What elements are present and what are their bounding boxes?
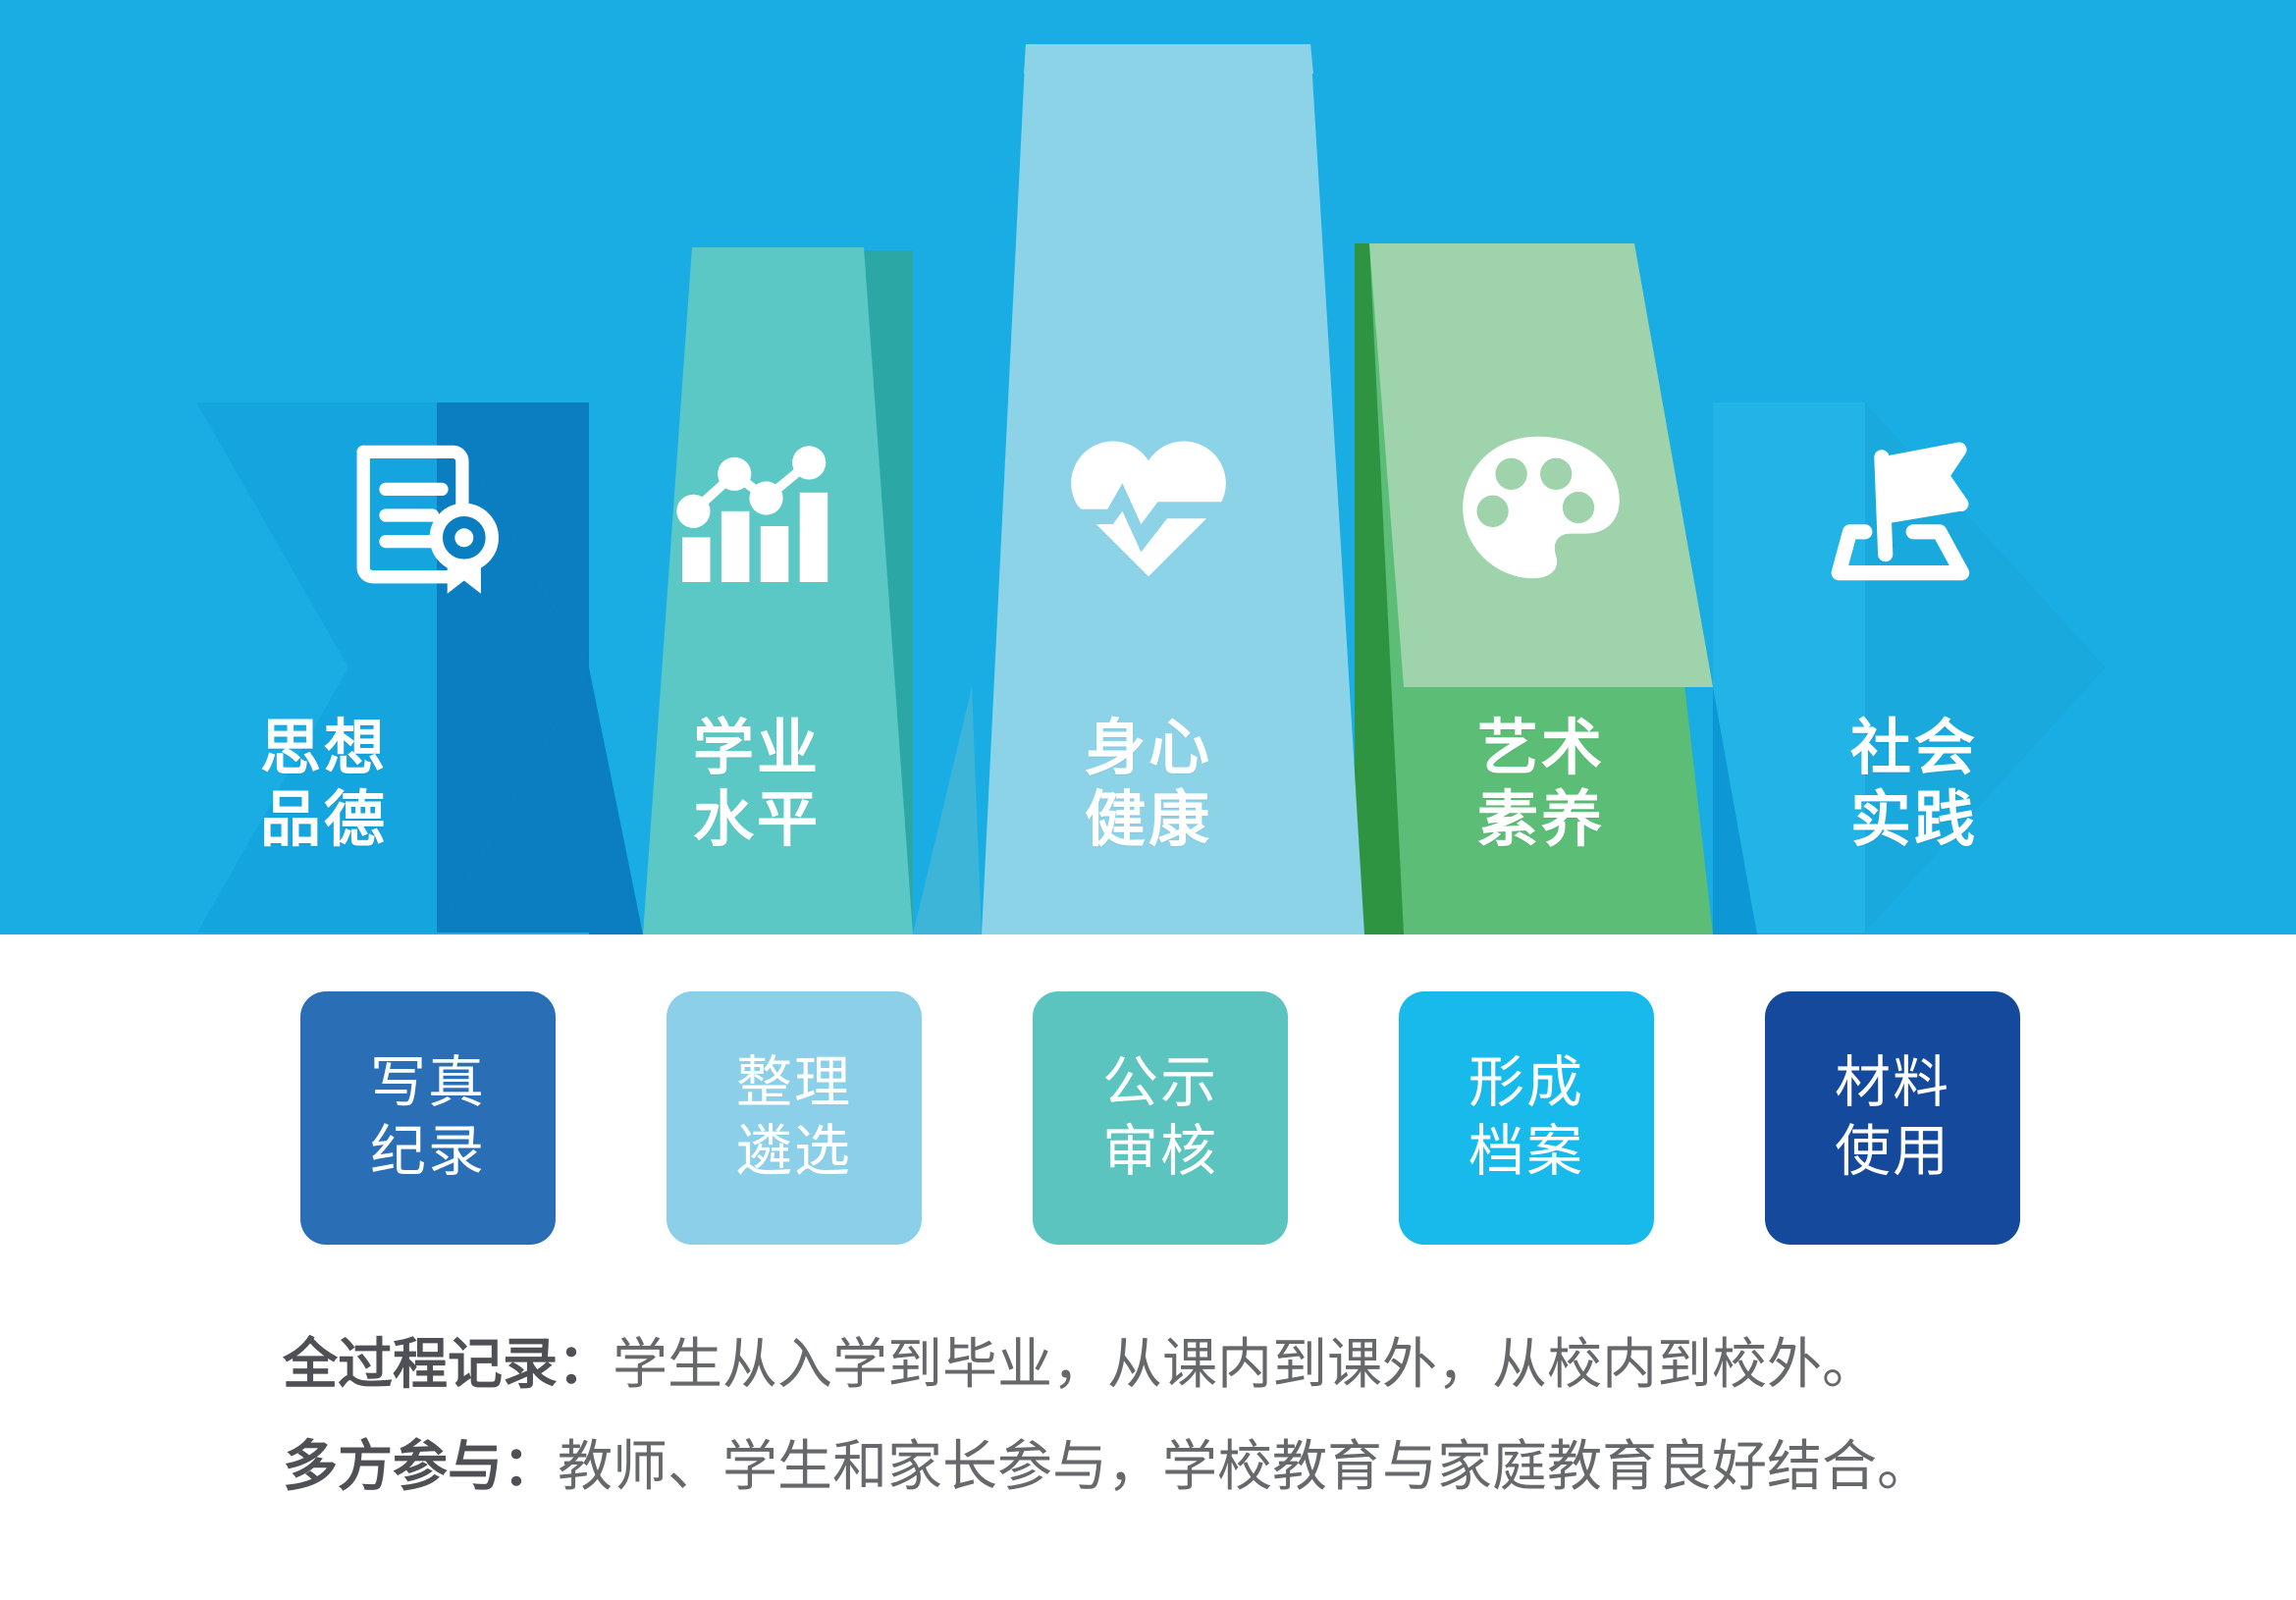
process-chip-sort-select[interactable]: 整理 遴选 [667, 991, 922, 1245]
note-head-full-process-record: 全过程记录： [283, 1333, 613, 1395]
pillar-label-social-practice: 社会 实践 [1849, 715, 1978, 855]
note-full-process-record: 全过程记录：学生从入学到毕业，从课内到课外，从校内到校外。 [283, 1337, 2226, 1392]
process-chip-form-archive[interactable]: 形成 档案 [1399, 991, 1654, 1245]
chevron-notch-left [59, 402, 348, 934]
note-body-full-process-record: 学生从入学到毕业，从课内到课外，从校内到校外。 [613, 1333, 1877, 1395]
pillar-label-moral-character: 思想 品德 [259, 715, 388, 855]
pillar-label-academic-level: 学业 水平 [692, 715, 821, 855]
pillars-graphic [59, 44, 2101, 934]
note-multi-party-participation: 多方参与：教师、学生和家长参与，学校教育与家庭教育良好结合。 [283, 1439, 2226, 1494]
note-body-multi-party-participation: 教师、学生和家长参与，学校教育与家庭教育良好结合。 [558, 1435, 1932, 1497]
process-chip-publicize-review[interactable]: 公示 审核 [1033, 991, 1288, 1245]
chevron-notch-1 [589, 667, 643, 934]
pillar-label-health: 身心 健康 [1084, 715, 1212, 855]
notes-section: 全过程记录：学生从入学到毕业，从课内到课外，从校内到校外。 多方参与：教师、学生… [283, 1337, 2226, 1541]
chevron-notch-3 [1364, 687, 1404, 934]
pillar-front-artistic-literacy [1369, 243, 1713, 687]
process-chip-material-use[interactable]: 材料 使用 [1765, 991, 2020, 1245]
pillar-shape-academic-level [643, 247, 913, 934]
hero-section: 思想 品德 学业 水平 身心 健康 艺术 素养 社会 实践 [0, 0, 2296, 934]
note-head-multi-party-participation: 多方参与： [283, 1435, 558, 1497]
process-chip-record[interactable]: 写真 纪录 [300, 991, 556, 1245]
pillar-shape-artistic-literacy [1355, 243, 1713, 934]
pillar-face-academic-level [643, 247, 913, 934]
pillar-top-health [1024, 44, 1313, 74]
chevron-notch-right [1713, 687, 1757, 934]
pillar-label-artistic-literacy: 艺术 素养 [1476, 715, 1605, 855]
chevron-notch-2 [913, 687, 982, 934]
process-chip-row: 写真 纪录 整理 遴选 公示 审核 形成 档案 材料 使用 [0, 991, 2296, 1256]
